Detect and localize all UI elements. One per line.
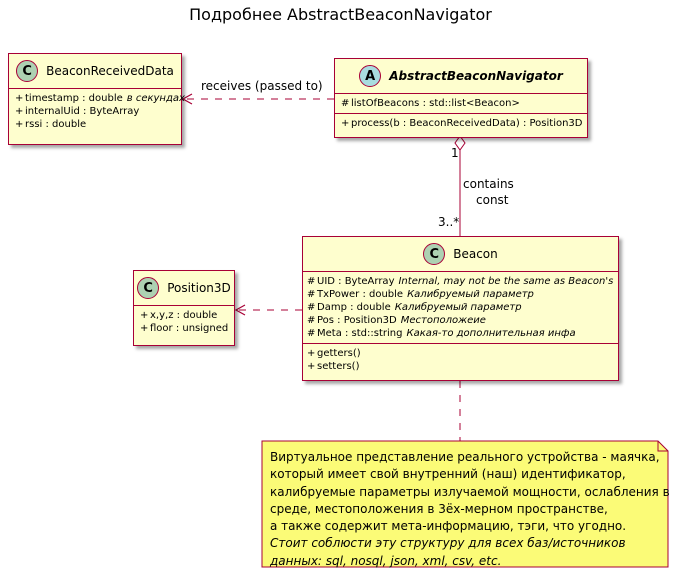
beacon-note: Виртуальное представление реального устр…	[262, 441, 670, 568]
method-row: +process(b : BeaconReceivedData) : Posit…	[341, 118, 583, 129]
class-methods: +process(b : BeaconReceivedData) : Posit…	[335, 114, 587, 133]
class-name: AbstractBeaconNavigator	[389, 69, 563, 83]
method-row: +getters()	[307, 348, 361, 359]
position-arrowhead	[234, 304, 246, 316]
class-header: C Beacon	[303, 237, 618, 272]
note-fold	[657, 441, 668, 452]
class-header: C BeaconReceivedData	[9, 54, 181, 89]
class-name: BeaconReceivedData	[46, 64, 174, 78]
class-header: C Position3D	[134, 271, 234, 306]
note-text: Виртуальное представление реального устр…	[270, 450, 670, 568]
class-position3d: C Position3D +x,y,z : double +floor : un…	[133, 270, 235, 346]
contains-label-line1: contains	[463, 177, 514, 191]
class-header: A AbstractBeaconNavigator	[335, 59, 587, 94]
abstract-stereotype-icon: A	[359, 65, 382, 87]
receives-arrowhead	[181, 93, 193, 105]
field-row: +rssi : double	[15, 119, 87, 130]
class-fields: +x,y,z : double +floor : unsigned	[134, 306, 234, 338]
class-fields: #listOfBeacons : std::list<Beacon>	[335, 94, 587, 114]
contains-label-line2: const	[476, 193, 509, 207]
multiplicity-beacon: 3..*	[438, 215, 460, 229]
field-row: #listOfBeacons : std::list<Beacon>	[341, 98, 520, 109]
class-abstract-beacon-navigator: A AbstractBeaconNavigator #listOfBeacons…	[334, 58, 588, 138]
class-beacon-received-data: C BeaconReceivedData +timestamp : double…	[8, 53, 185, 145]
class-methods: +getters() +setters()	[303, 344, 618, 376]
receives-label: receives (passed to)	[201, 79, 323, 93]
class-name: Position3D	[167, 281, 231, 295]
diagram-title: Подробнее AbstractBeaconNavigator	[189, 5, 492, 24]
note-shape	[261, 440, 669, 568]
class-stereotype-icon: C	[16, 60, 39, 82]
field-row: +x,y,z : double	[140, 310, 218, 321]
class-stereotype-icon: C	[423, 243, 446, 265]
multiplicity-navigator: 1	[451, 146, 459, 160]
class-name: Beacon	[453, 247, 498, 261]
class-stereotype-icon: C	[137, 277, 160, 299]
field-row: +floor : unsigned	[140, 323, 229, 334]
method-row: +setters()	[307, 361, 360, 372]
field-row: +internalUid : ByteArray	[15, 106, 140, 117]
